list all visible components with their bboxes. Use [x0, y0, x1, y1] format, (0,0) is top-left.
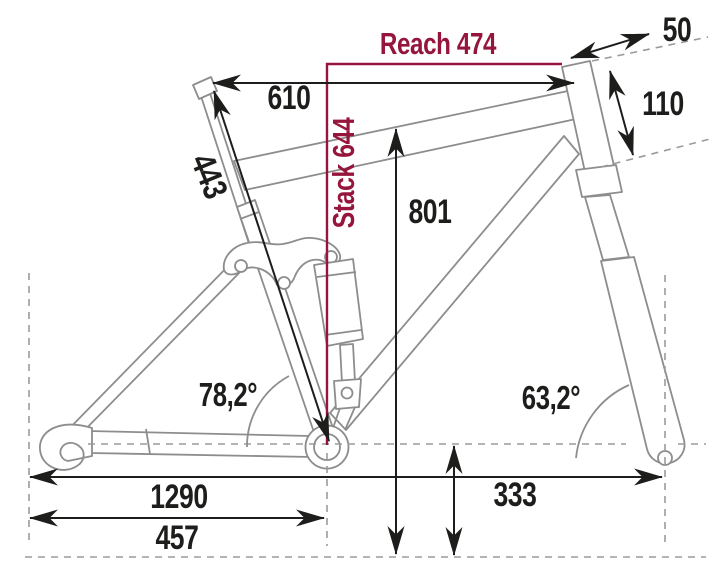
fork-lower-leg	[600, 256, 686, 465]
shock-shaft	[339, 343, 356, 384]
head-tube-bottom-extension	[600, 138, 711, 168]
rocker-pivot-bottom	[277, 276, 291, 290]
reference-dashed-lines	[25, 36, 711, 558]
head-angle-label: 63,2°	[521, 379, 581, 416]
bb-height-label: 333	[493, 476, 537, 514]
head-angle-arc	[575, 384, 630, 459]
stack-label: Stack 644	[326, 117, 361, 229]
fork-offset-dimension	[570, 33, 650, 59]
chainstay	[87, 430, 313, 458]
shock-clevis-eyelet	[340, 386, 354, 400]
saddle-clamp	[192, 76, 218, 100]
head-tube-label: 110	[642, 85, 684, 123]
shock-cap-bottom	[324, 329, 362, 336]
fork-crown	[575, 164, 623, 198]
chainstay-label: 457	[155, 519, 199, 557]
reach-label: Reach 474	[379, 26, 497, 61]
dimension-lines	[29, 33, 663, 556]
chainstay-seam	[145, 428, 151, 455]
seat-stay	[61, 257, 246, 445]
standover-label: 801	[408, 193, 452, 231]
fork-stanchion	[584, 194, 630, 261]
rocker-pivot-left	[234, 259, 248, 273]
seat-tube-dimension	[213, 90, 330, 442]
clevis-link	[332, 406, 356, 431]
top-tube-label: 610	[267, 79, 311, 117]
wheelbase-label: 1290	[150, 478, 208, 516]
seat-angle-label: 78,2°	[198, 376, 258, 413]
fork-offset-label: 50	[662, 11, 692, 49]
head-tube-dimension	[609, 70, 634, 156]
rear-dropout	[39, 423, 93, 471]
